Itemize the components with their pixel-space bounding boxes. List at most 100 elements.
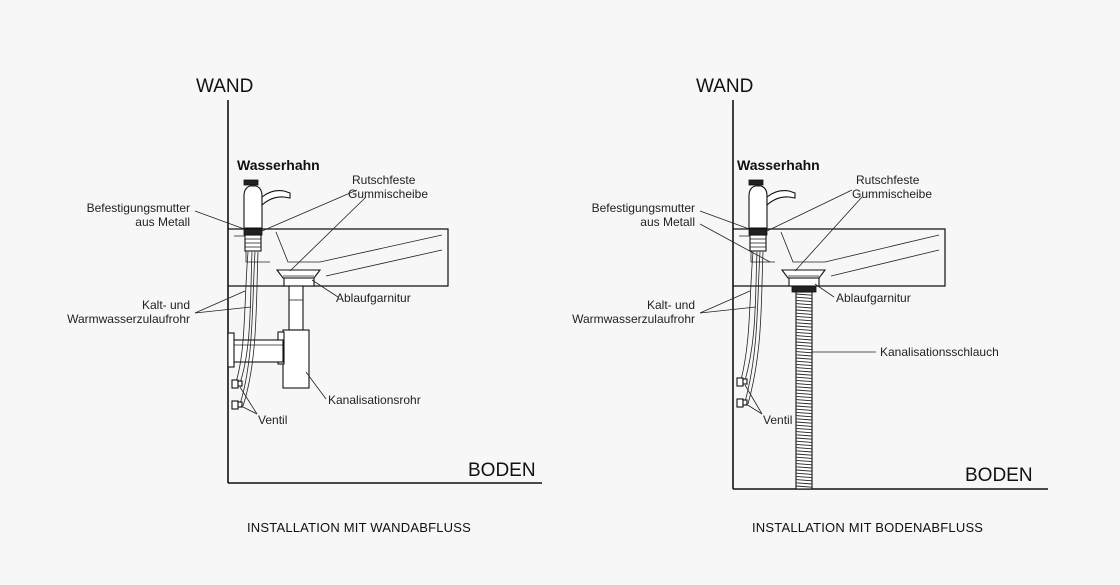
drain-hose-label: Kanalisationsschlauch (880, 345, 999, 359)
hose-rib (795, 338, 813, 341)
valves (231, 379, 243, 410)
supply-label-line1: Kalt- und (142, 298, 190, 312)
hose-rib (795, 402, 813, 405)
hose-rib (795, 463, 813, 466)
hose-rib (795, 443, 813, 447)
drain-fitting-label: Ablaufgarnitur (336, 291, 411, 305)
hose-rib (795, 306, 813, 309)
hose-rib (795, 395, 813, 399)
caption-wall-drain: INSTALLATION MIT WANDABFLUSS (247, 520, 471, 535)
wall-label: WAND (196, 76, 253, 97)
nut-label-line2: aus Metall (135, 215, 190, 229)
gasket-label-line2: Gummischeibe (852, 187, 932, 201)
faucet-label: Wasserhahn (737, 157, 820, 173)
hose-rib (795, 466, 813, 469)
hose-rib (795, 479, 813, 482)
hose-rib (795, 421, 813, 424)
hose-rib (795, 351, 813, 354)
basin (733, 228, 946, 287)
gasket-label-line1: Rutschfeste (352, 173, 416, 187)
hose-rib (795, 472, 813, 475)
drain-fitting-label: Ablaufgarnitur (836, 291, 911, 305)
drain-fitting (780, 269, 827, 293)
hose-rib (795, 482, 813, 485)
drain-hose (795, 291, 813, 490)
supply-label-line2: Warmwasserzulaufrohr (572, 312, 695, 326)
hose-rib (795, 427, 813, 431)
hose-rib (795, 341, 813, 344)
hose-rib (795, 453, 813, 456)
hose-rib (795, 331, 813, 335)
wall-drain-diagram: WAND BODEN Wasserhahn Rutschfeste Gummis… (67, 76, 542, 535)
hose-rib (795, 347, 813, 351)
hose-rib (795, 437, 813, 440)
faucet (748, 179, 796, 252)
nut-label-line1: Befestigungsmutter (592, 201, 695, 215)
hose-rib (795, 456, 813, 459)
nut-label-line1: Befestigungsmutter (87, 201, 190, 215)
hose-rib (795, 447, 813, 450)
hose-rib (795, 459, 813, 463)
hose-rib (795, 475, 813, 479)
hose-rib (795, 319, 813, 322)
hose-rib (795, 373, 813, 376)
hose-rib (795, 418, 813, 421)
hose-rib (795, 440, 813, 443)
hose-rib (795, 303, 813, 306)
hose-rib (795, 354, 813, 357)
drain-pipe-label: Kanalisationsrohr (328, 393, 421, 407)
hose-rib (795, 434, 813, 437)
leader-lines (699, 189, 876, 415)
leader-lines (194, 189, 367, 415)
nut-label-line2: aus Metall (640, 215, 695, 229)
hose-rib (795, 309, 813, 312)
floor-label: BODEN (965, 465, 1033, 486)
hose-rib (795, 411, 813, 415)
supply-label-line1: Kalt- und (647, 298, 695, 312)
hose-rib (795, 376, 813, 379)
hose-rib (795, 299, 813, 303)
hose-rib (795, 424, 813, 427)
hose-rib (795, 325, 813, 328)
hose-rib (795, 392, 813, 395)
floor-label: BODEN (468, 460, 536, 481)
hose-rib (795, 328, 813, 331)
hose-rib (795, 399, 813, 402)
siphon-trap (227, 299, 310, 389)
supply-hoses (740, 251, 764, 405)
hose-rib (795, 363, 813, 367)
floor-drain-diagram: WAND BODEN Wasserhahn Rutschfeste Gummis… (572, 76, 1048, 535)
basin (228, 228, 449, 287)
hose-rib (795, 485, 813, 488)
supply-label-line2: Warmwasserzulaufrohr (67, 312, 190, 326)
hose-rib (795, 315, 813, 319)
hose-rib (795, 293, 813, 296)
hose-rib (795, 469, 813, 472)
faucet-label: Wasserhahn (237, 157, 320, 173)
hose-rib (795, 379, 813, 383)
hose-rib (795, 405, 813, 408)
supply-hoses (235, 251, 259, 407)
caption-floor-drain: INSTALLATION MIT BODENABFLUSS (752, 520, 983, 535)
hose-rib (795, 296, 813, 299)
hose-rib (795, 344, 813, 347)
valve-label: Ventil (258, 413, 287, 427)
hose-rib (795, 383, 813, 386)
hose-rib (795, 431, 813, 434)
gasket-label-line1: Rutschfeste (856, 173, 920, 187)
wall-label: WAND (696, 76, 753, 97)
hose-rib (795, 322, 813, 325)
faucet (243, 179, 291, 252)
hose-rib (795, 415, 813, 418)
hose-rib (795, 335, 813, 338)
hose-rib (795, 389, 813, 392)
gasket-label-line2: Gummischeibe (348, 187, 428, 201)
hose-rib (795, 312, 813, 315)
hose-rib (795, 370, 813, 373)
hose-rib (795, 357, 813, 360)
hose-rib (795, 450, 813, 453)
valve-label: Ventil (763, 413, 792, 427)
hose-rib (795, 408, 813, 411)
